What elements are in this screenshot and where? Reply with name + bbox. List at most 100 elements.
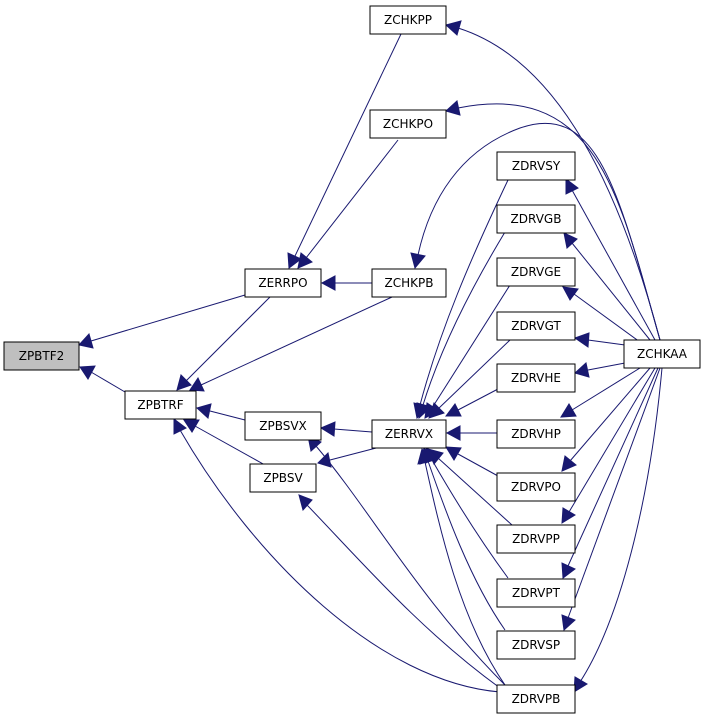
- node-box: [496, 257, 576, 287]
- node-box: [496, 630, 576, 660]
- edge-zdrvhp-zerrvx: [445, 425, 498, 441]
- node-zpbtf2[interactable]: ZPBTF2: [3, 341, 80, 371]
- node-zchkaa[interactable]: ZCHKAA: [623, 339, 701, 369]
- edge-zerrpo-zpbtf2: [78, 294, 246, 349]
- node-label: ZDRVGE: [511, 265, 561, 279]
- node-zchkpp[interactable]: ZCHKPP: [369, 5, 447, 35]
- edge-zchkaa-zdrvhe: [573, 362, 626, 378]
- node-label: ZCHKAA: [637, 347, 688, 361]
- node-label: ZPBTF2: [19, 349, 65, 363]
- node-label: ZCHKPP: [384, 13, 432, 27]
- node-zdrvpo[interactable]: ZDRVPO: [496, 472, 576, 502]
- node-zdrvgb[interactable]: ZDRVGB: [496, 204, 576, 234]
- node-box: [3, 341, 80, 371]
- node-box: [371, 268, 447, 298]
- node-box: [369, 109, 447, 139]
- node-zdrvsy[interactable]: ZDRVSY: [496, 151, 576, 181]
- edge-zerrvx-zpbsvx: [319, 421, 373, 437]
- node-zdrvgt[interactable]: ZDRVGT: [496, 311, 576, 341]
- node-label: ZDRVHP: [511, 427, 561, 441]
- node-zdrvhp[interactable]: ZDRVHP: [496, 419, 576, 449]
- edge-zchkaa-zdrvsp: [561, 367, 661, 632]
- edge-zdrvpb-zerrvx: [417, 447, 506, 686]
- node-label: ZDRVSP: [512, 638, 560, 652]
- node-label: ZERRPO: [258, 276, 307, 290]
- node-label: ZPBSV: [263, 471, 303, 485]
- node-label: ZDRVPO: [511, 480, 561, 494]
- edge-zdrvsy-zerrvx: [413, 179, 509, 420]
- edge-zerrpo-zpbtrf: [176, 296, 271, 391]
- edge-zchkaa-zdrvsy: [565, 178, 656, 341]
- edge-zdrvpb-zpbtrf: [173, 418, 501, 693]
- node-box: [496, 524, 576, 554]
- node-zpbtrf[interactable]: ZPBTRF: [124, 390, 197, 420]
- edge-zchkpp-zerrpo: [287, 33, 402, 269]
- node-zerrvx[interactable]: ZERRVX: [371, 419, 447, 449]
- edge-zpbsvx-zpbtrf: [195, 403, 246, 421]
- edge-zchkpo-zerrpo: [297, 139, 399, 269]
- node-zchkpo[interactable]: ZCHKPO: [369, 109, 447, 139]
- node-label: ZDRVGT: [511, 319, 561, 333]
- edge-zchkaa-zdrvpb: [573, 367, 663, 693]
- node-zchkpb[interactable]: ZCHKPB: [371, 268, 447, 298]
- node-zdrvge[interactable]: ZDRVGE: [496, 257, 576, 287]
- node-box: [124, 390, 197, 420]
- node-zdrvpt[interactable]: ZDRVPT: [496, 578, 576, 608]
- edge-zdrvgb-zerrvx: [416, 231, 506, 420]
- edge-zdrvge-zerrvx: [424, 284, 511, 419]
- edge-zchkaa-zdrvpo: [561, 367, 651, 472]
- edge-zchkpb-zpbtrf: [189, 296, 393, 392]
- node-box: [249, 463, 317, 493]
- edge-zchkaa-zdrvpp: [561, 367, 656, 524]
- edge-zchkpb-zerrpo: [320, 275, 372, 291]
- edge-zdrvgt-zerrvx: [428, 339, 511, 419]
- node-zdrvpp[interactable]: ZDRVPP: [496, 524, 576, 554]
- node-label: ZCHKPB: [385, 276, 434, 290]
- edge-zdrvpb-zpbsvx: [307, 435, 506, 686]
- edge-zerrvx-zpbsv: [317, 446, 381, 468]
- node-label: ZERRVX: [385, 427, 433, 441]
- node-box: [496, 472, 576, 502]
- edge-zpbsv-zpbtrf: [183, 419, 266, 466]
- node-label: ZCHKPO: [383, 117, 433, 131]
- node-label: ZPBSVX: [259, 419, 307, 433]
- edge-zchkaa-zdrvhp: [560, 367, 641, 418]
- node-box: [496, 578, 576, 608]
- edge-zdrvhe-zerrvx: [445, 388, 499, 417]
- node-zpbsv[interactable]: ZPBSV: [249, 463, 317, 493]
- node-label: ZDRVPB: [512, 692, 561, 706]
- node-zerrpo[interactable]: ZERRPO: [244, 268, 322, 298]
- node-zpbsvx[interactable]: ZPBSVX: [244, 411, 322, 441]
- edge-zpbtrf-zpbtf2: [79, 365, 126, 393]
- node-label: ZDRVSY: [512, 159, 561, 173]
- edge-zdrvpb-zpbsv: [298, 494, 501, 689]
- node-box: [496, 311, 576, 341]
- edge-zchkaa-zdrvgt: [573, 332, 626, 348]
- node-label: ZDRVPT: [512, 586, 561, 600]
- node-zdrvpb[interactable]: ZDRVPB: [496, 684, 576, 714]
- node-label: ZDRVGB: [511, 212, 562, 226]
- node-label: ZDRVHE: [511, 371, 561, 385]
- edge-zchkaa-zdrvgb: [563, 232, 651, 341]
- edge-zchkaa-zchkpb: [410, 122, 661, 341]
- node-box: [496, 204, 576, 234]
- edge-zchkaa-zdrvge: [562, 286, 641, 343]
- node-box: [371, 419, 447, 449]
- node-zdrvhe[interactable]: ZDRVHE: [496, 363, 576, 393]
- node-box: [496, 151, 576, 181]
- node-box: [369, 5, 447, 35]
- node-box: [623, 339, 701, 369]
- edge-zdrvpt-zerrvx: [425, 447, 509, 579]
- node-box: [496, 684, 576, 714]
- node-label: ZDRVPP: [512, 532, 560, 546]
- edge-zchkaa-zchkpp: [444, 20, 661, 341]
- node-box: [244, 268, 322, 298]
- edge-zdrvpo-zerrvx: [445, 446, 499, 477]
- node-box: [496, 419, 576, 449]
- edge-zchkaa-zdrvpt: [561, 367, 659, 579]
- node-box: [496, 363, 576, 393]
- node-zdrvsp[interactable]: ZDRVSP: [496, 630, 576, 660]
- node-box: [244, 411, 322, 441]
